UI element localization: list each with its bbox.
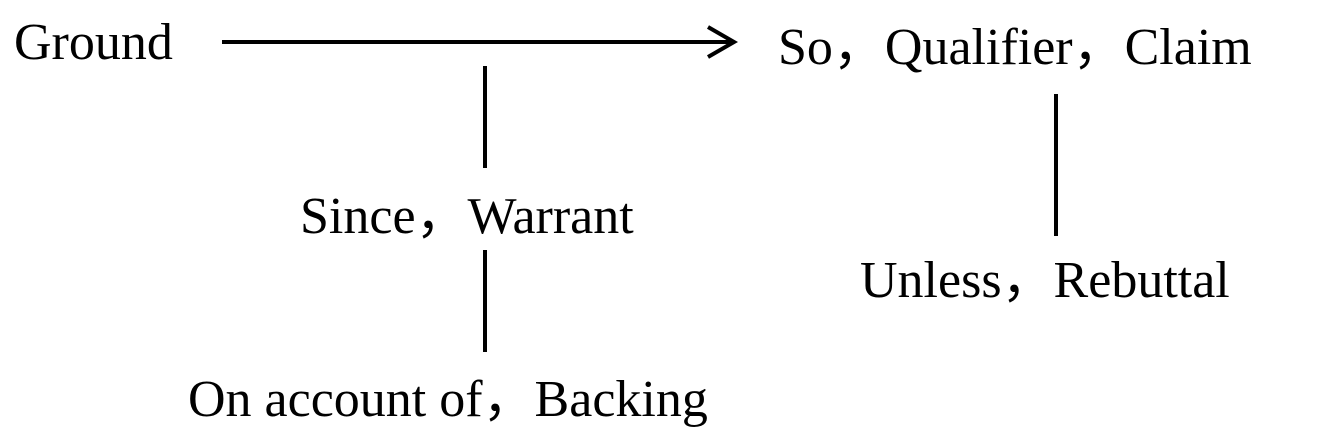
warrant-label: Since，Warrant <box>300 188 634 245</box>
rebuttal-label: Unless，Rebuttal <box>860 252 1230 309</box>
ground-label: Ground <box>14 14 173 71</box>
ground-to-claim-arrowhead <box>707 25 739 59</box>
claim-label: So，Qualifier，Claim <box>778 19 1252 76</box>
backing-label: On account of，Backing <box>188 371 708 428</box>
